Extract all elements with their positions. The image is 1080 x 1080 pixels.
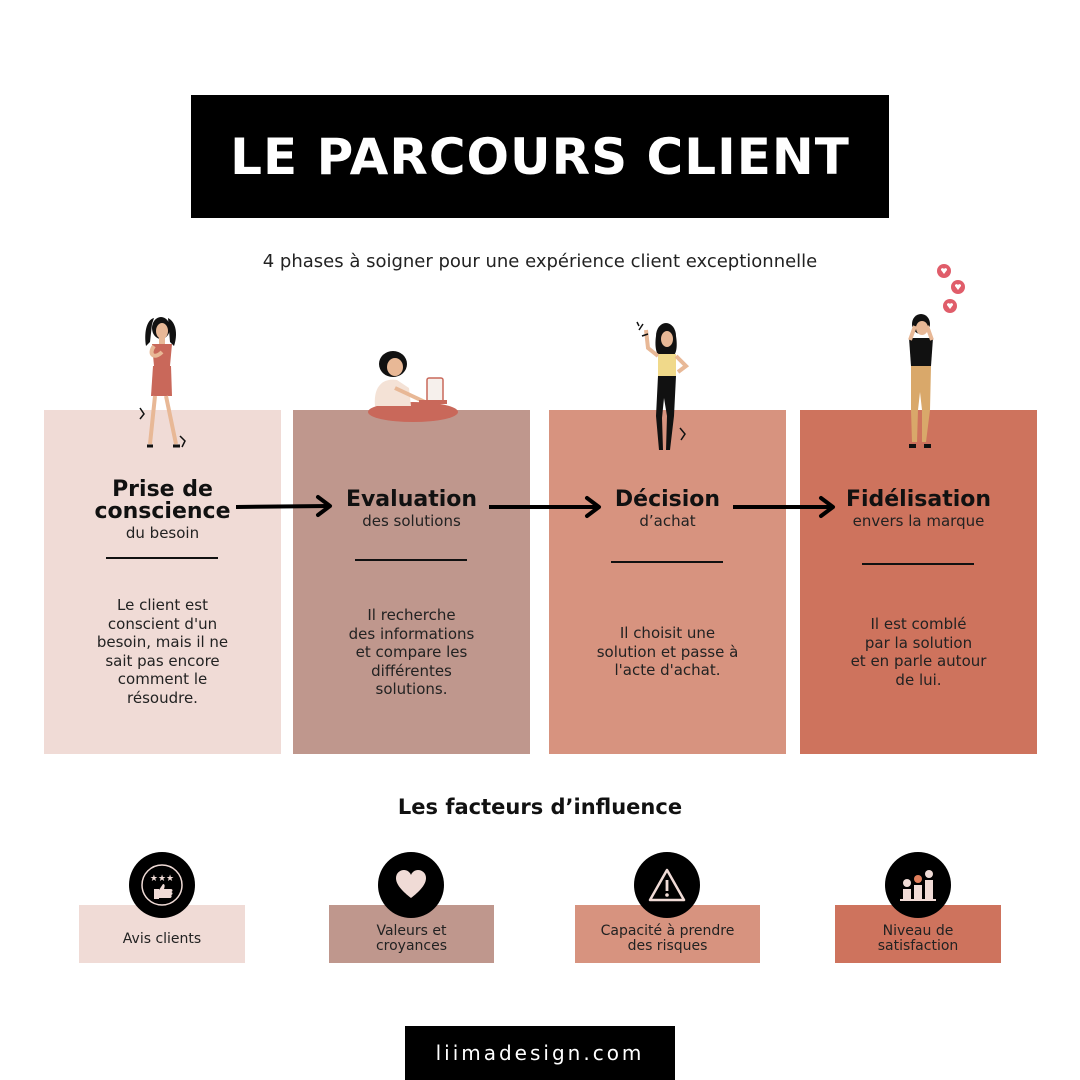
- heart-icon: [378, 852, 444, 918]
- phase-loyalty: Fidélisation envers la marque Il est com…: [800, 410, 1037, 754]
- footer-website[interactable]: liimadesign.com: [405, 1026, 675, 1080]
- phase-divider: [862, 563, 974, 565]
- phase-subtitle: des solutions: [362, 512, 461, 530]
- phase-title: Evaluation: [345, 487, 478, 512]
- svg-text:★★★: ★★★: [150, 874, 174, 884]
- phase-awareness: Prise de conscience du besoin Le client …: [44, 410, 281, 754]
- arrow-right-icon: [236, 495, 332, 517]
- title-banner: LE PARCOURS CLIENT: [191, 95, 889, 218]
- phase-divider: [106, 557, 218, 559]
- arrow-right-icon: [489, 496, 601, 518]
- satisfaction-faces-icon: [885, 852, 951, 918]
- woman-happy-illustration: [908, 264, 965, 448]
- phase-title-line2: conscience: [94, 499, 231, 524]
- phase-subtitle: du besoin: [125, 524, 200, 542]
- phase-title: Décision: [614, 487, 721, 512]
- woman-decision-illustration: [636, 321, 690, 450]
- woman-laptop-illustration: [368, 351, 458, 422]
- phase-title-line1: Prise de: [112, 477, 213, 502]
- warning-icon: [634, 852, 700, 918]
- arrow-right-icon: [733, 496, 835, 518]
- phase-divider: [355, 559, 467, 561]
- phase-title: Fidélisation: [845, 487, 992, 512]
- factors-heading: Les facteurs d’influence: [397, 795, 683, 819]
- phase-subtitle: envers la marque: [852, 512, 985, 530]
- woman-thinking-illustration: [139, 317, 186, 448]
- page-subtitle: 4 phases à soigner pour une expérience c…: [262, 251, 818, 272]
- phase-divider: [611, 561, 723, 563]
- stars-thumbs-up-icon: ★★★: [129, 852, 195, 918]
- page-title: LE PARCOURS CLIENT: [230, 127, 850, 186]
- phase-subtitle: d’achat: [639, 512, 696, 530]
